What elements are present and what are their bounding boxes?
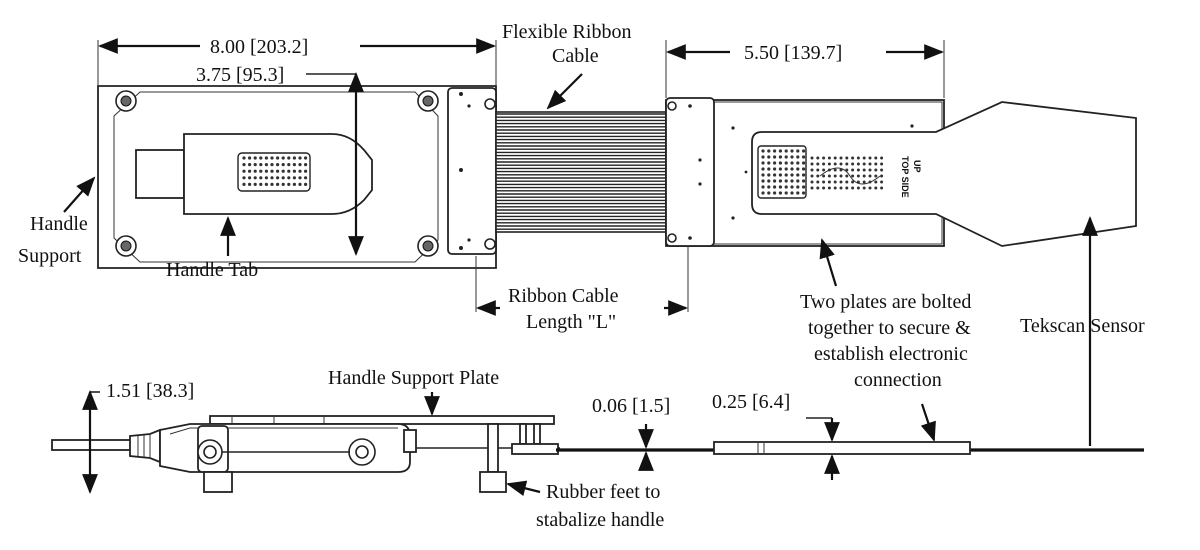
plates-label-line3: establish electronic: [814, 343, 968, 365]
handle-support-label-line2: Support: [18, 245, 82, 267]
plate-width-dimension: 5.50 [139.7]: [744, 42, 842, 64]
screw-icon: [417, 235, 439, 257]
sensor-up-text: UP: [912, 160, 922, 173]
screw-icon: [115, 90, 137, 112]
sensor-top-side-text: TOP SIDE: [900, 156, 910, 198]
sensor-thickness-dimension: 0.06 [1.5]: [592, 395, 670, 417]
grip-dots: [242, 156, 308, 186]
rubber-feet-label-line2: stabalize handle: [536, 509, 664, 531]
plates-label-line2: together to secure &: [808, 317, 971, 339]
handle-support-plate-label: Handle Support Plate: [328, 367, 499, 389]
screw-icon: [417, 90, 439, 112]
side-height-dimension: 1.51 [38.3]: [106, 380, 194, 402]
ribbon-cable: [495, 111, 667, 233]
plate-thickness-dimension: 0.25 [6.4]: [712, 391, 790, 413]
tekscan-sensor-label: Tekscan Sensor: [1020, 315, 1145, 337]
screw-icon: [115, 235, 137, 257]
handle-height-dimension: 3.75 [95.3]: [196, 64, 284, 86]
handle-tab-label: Handle Tab: [166, 259, 258, 281]
handle-width-dimension: 8.00 [203.2]: [210, 36, 308, 58]
ribbon-length-label-line1: Ribbon Cable: [508, 285, 619, 307]
tekscan-sensor-top-view: TOP SIDE UP: [751, 101, 1137, 247]
ribbon-length-label-line2: Length "L": [526, 311, 616, 333]
handle-support-top-view: [97, 85, 497, 269]
flexible-ribbon-label-line2: Cable: [552, 45, 599, 67]
handle-support-label-line1: Handle: [30, 213, 88, 235]
plates-label-line1: Two plates are bolted: [800, 291, 971, 313]
plates-label-line4: connection: [854, 369, 942, 391]
flexible-ribbon-label-line1: Flexible Ribbon: [502, 21, 631, 43]
sensor-grid-left: [757, 145, 807, 199]
rubber-feet-label-line1: Rubber feet to: [546, 481, 660, 503]
handle-grip-pattern: [237, 152, 311, 192]
